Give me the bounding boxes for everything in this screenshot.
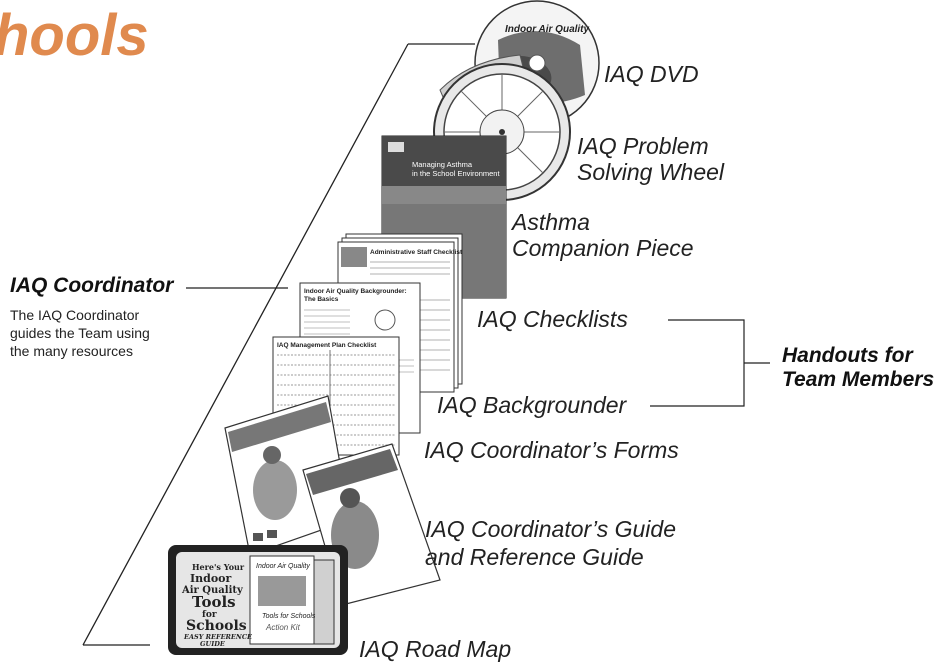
handouts-line: Handouts for (782, 344, 913, 367)
asthma-cover-line1: Managing Asthma (412, 160, 473, 169)
label-guide-2: and Reference Guide (425, 544, 644, 570)
coordinator-title: IAQ Coordinator (10, 274, 174, 297)
backgrounder-cover-line2: The Basics (304, 296, 339, 303)
kit-line-4: Tools (192, 593, 236, 611)
label-wheel-2: Solving Wheel (577, 159, 725, 185)
label-asthma-2: Companion Piece (512, 235, 694, 261)
coordinator-desc-line: the many resources (10, 343, 133, 359)
page-title: hools (0, 3, 149, 68)
handouts-line: Team Members (782, 368, 935, 391)
coordinator-description: The IAQ Coordinator guides the Team usin… (10, 306, 200, 360)
kit-line-2: Indoor (190, 572, 232, 585)
kit-box-title-2: Tools for Schools (262, 613, 316, 620)
label-guide-1: IAQ Coordinator’s Guide (425, 516, 677, 542)
kit-line-3: Air Quality (181, 585, 244, 596)
label-checklists: IAQ Checklists (477, 306, 628, 332)
kit-box-title-1: Indoor Air Quality (256, 563, 310, 570)
label-backgrounder: IAQ Backgrounder (437, 392, 627, 418)
asthma-cover-line2: in the School Environment (412, 169, 500, 178)
dvd-disc-text: Indoor Air Quality (505, 24, 590, 35)
kit-line-6: Schools (186, 618, 247, 634)
label-dvd: IAQ DVD (604, 61, 699, 87)
backgrounder-cover-line1: Indoor Air Quality Backgrounder: (304, 288, 407, 295)
kit-line-8: GUIDE (200, 640, 226, 648)
checklist-cover-title: Administrative Staff Checklist (370, 249, 463, 256)
coordinator-desc-line: guides the Team using (10, 325, 150, 341)
label-wheel-1: IAQ Problem (577, 133, 709, 159)
kit-line-5: for (202, 610, 217, 620)
label-roadmap: IAQ Road Map (359, 636, 512, 662)
handouts-label: Handouts for Team Members (782, 344, 934, 392)
roadmap-kit-image: Here's Your Indoor Air Quality Tools for… (168, 545, 348, 655)
coordinator-desc-line: The IAQ Coordinator (10, 307, 140, 323)
label-asthma-1: Asthma (512, 209, 590, 235)
management-cover-title: IAQ Management Plan Checklist (277, 342, 377, 349)
handouts-bracket (650, 319, 745, 407)
kit-box-title-3: Action Kit (265, 623, 301, 632)
kit-line-1: Here's Your (192, 562, 245, 572)
kit-line-7: EASY REFERENCE (183, 633, 253, 641)
label-forms: IAQ Coordinator’s Forms (424, 437, 679, 463)
pyramid-left-edge (82, 43, 409, 646)
